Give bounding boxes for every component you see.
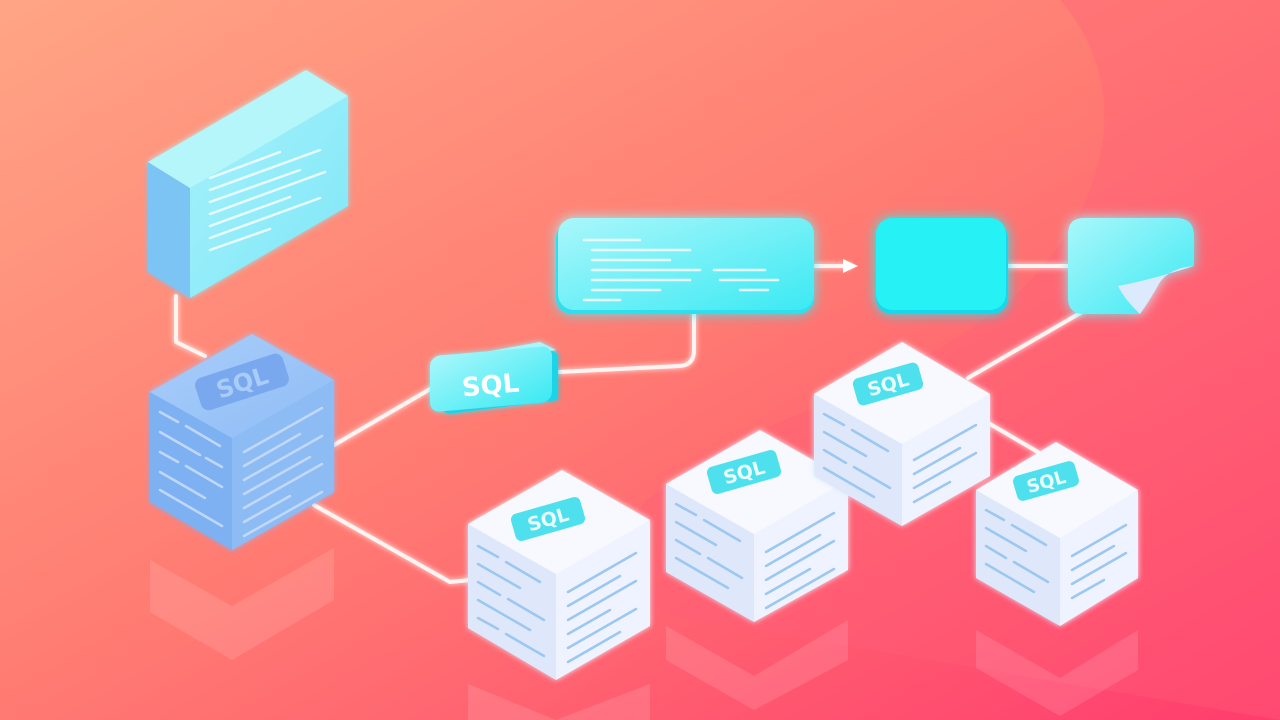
cube2-left xyxy=(666,484,754,622)
connector-output-to-db3 xyxy=(966,310,1084,380)
source-document-top xyxy=(148,70,348,188)
main-cube-right xyxy=(232,380,334,550)
source-document xyxy=(148,70,348,298)
connector-main-to-db1 xyxy=(312,503,472,584)
connector-lines xyxy=(174,264,1084,584)
cube3-sql-badge xyxy=(852,362,924,406)
connector-main-to-tag xyxy=(332,386,434,447)
cube4-sql-badge xyxy=(1013,461,1079,501)
query-block xyxy=(556,218,814,314)
sql-database-main: SQL xyxy=(150,334,334,550)
sql-database-4: SQL xyxy=(976,442,1138,626)
output-document-fold-icon xyxy=(1118,266,1194,314)
process-block-body xyxy=(876,218,1006,310)
sql-tag-label: SQL xyxy=(461,369,521,404)
process-block xyxy=(876,218,1008,314)
cube4-right xyxy=(1060,490,1138,626)
cube4-lines xyxy=(984,508,1128,600)
cube1-lines xyxy=(476,544,638,664)
main-cube-lines xyxy=(158,406,324,538)
sql-tag-body xyxy=(430,346,552,412)
query-block-body xyxy=(558,218,814,310)
output-document xyxy=(1068,218,1194,314)
cube3-left xyxy=(814,394,902,526)
sql-query-tag: SQL xyxy=(430,342,558,414)
query-block-lines xyxy=(582,238,780,302)
source-document-face xyxy=(190,96,348,298)
main-cube-left xyxy=(150,392,232,550)
cube1-sql-badge xyxy=(510,497,586,541)
main-cube-sql-badge xyxy=(195,353,289,411)
sql-database-3: SQL xyxy=(814,342,990,526)
floor-reflections xyxy=(150,548,1138,720)
connector-db3-to-db4 xyxy=(988,422,1040,454)
connector-doc-to-main xyxy=(174,294,207,358)
cube3-right xyxy=(902,394,990,526)
source-document-lines xyxy=(208,148,327,252)
cube2-lines xyxy=(674,502,836,610)
arrow-head-icon xyxy=(843,259,858,273)
source-document-side xyxy=(148,162,190,298)
sql-database-1: SQL xyxy=(468,470,650,680)
sql-database-2: SQL xyxy=(666,430,848,622)
connector-tag-to-query xyxy=(556,312,696,374)
output-document-body xyxy=(1068,218,1194,314)
cube2-sql-badge xyxy=(706,450,782,494)
cube4-left xyxy=(976,490,1060,626)
cube3-lines xyxy=(822,412,978,504)
